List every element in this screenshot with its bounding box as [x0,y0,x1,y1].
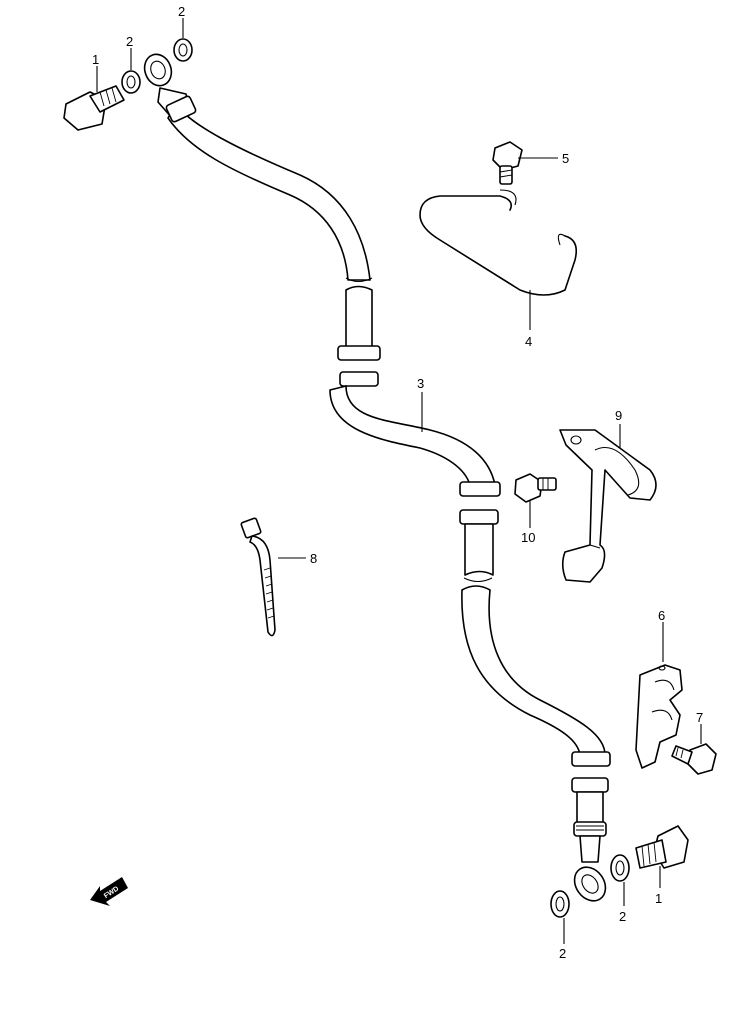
bracket-small [635,664,683,769]
callout-bracket-large: 9 [615,408,622,423]
callout-bolt-large-bracket: 10 [521,530,535,545]
wire-clamp [419,189,578,296]
bracket-large [559,429,657,583]
brake-hose [143,53,611,902]
callout-bolt-wire: 5 [562,151,569,166]
leader-lines [96,18,702,944]
callout-washer-top-b: 2 [178,4,185,19]
callout-bolt-bracket: 7 [696,710,703,725]
washer-top-a [121,70,141,94]
washer-bottom-a [610,854,630,882]
callout-clamp-wire: 4 [525,334,532,349]
callout-labels: 1 2 2 3 4 5 6 7 8 9 10 1 2 2 [92,4,703,961]
bolt-bracket-small [671,743,717,775]
callout-bracket-small: 6 [658,608,665,623]
callout-cable-tie: 8 [310,551,317,566]
bolt-wire-clamp [492,141,523,185]
washer-top-b [173,38,193,62]
callout-washer-top-a: 2 [126,34,133,49]
callout-washer-bottom-b: 2 [559,946,566,961]
cable-tie [240,517,276,637]
callout-washer-bottom-a: 2 [619,909,626,924]
washer-bottom-b [550,890,570,918]
bolt-large-bracket [514,473,557,503]
callout-hose: 3 [417,376,424,391]
callout-bolt-top: 1 [92,52,99,67]
forward-arrow-icon: FWD [90,877,128,906]
union-bolt-bottom [635,825,689,869]
union-bolt-top [63,85,125,131]
callout-bolt-bottom: 1 [655,891,662,906]
